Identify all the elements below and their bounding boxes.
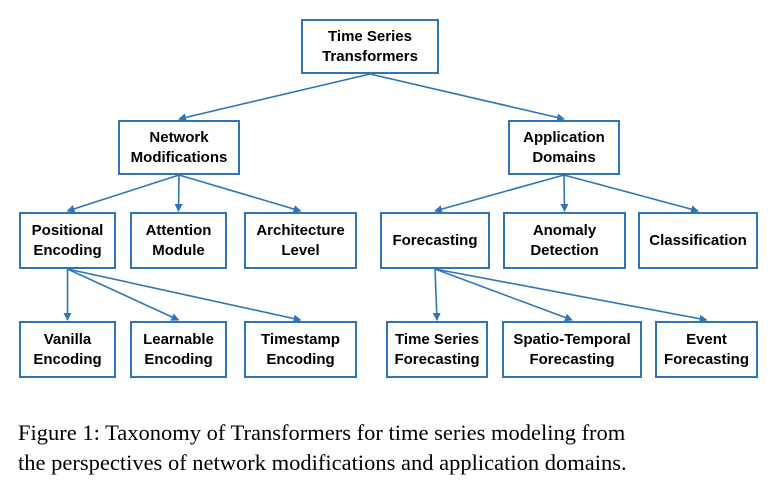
- node-positional-encoding: Positional Encoding: [19, 212, 116, 269]
- edge-forecasting-to-ts_forecasting: [432, 268, 441, 321]
- node-time-series-transformers: Time Series Transformers: [301, 19, 439, 74]
- node-network-modifications: Network Modifications: [118, 120, 240, 175]
- edge-positional-to-learnable: [67, 268, 180, 321]
- node-forecasting: Forecasting: [380, 212, 490, 269]
- node-attention-module: Attention Module: [130, 212, 227, 269]
- node-architecture-level: Architecture Level: [244, 212, 357, 269]
- node-vanilla-encoding: Vanilla Encoding: [19, 321, 116, 378]
- node-application-domains: Application Domains: [508, 120, 620, 175]
- edge-application-to-anomaly: [560, 174, 569, 212]
- edge-network-to-positional: [66, 174, 180, 213]
- diagram-edges: [63, 73, 708, 323]
- edge-root-to-application: [369, 73, 565, 122]
- edge-network-to-architecture: [178, 174, 302, 213]
- edge-application-to-classification: [563, 174, 699, 214]
- node-anomaly-detection: Anomaly Detection: [503, 212, 626, 269]
- node-timestamp-encoding: Timestamp Encoding: [244, 321, 357, 378]
- caption-line-2: the perspectives of network modification…: [18, 450, 627, 475]
- node-time-series-forecasting: Time Series Forecasting: [386, 321, 488, 378]
- edge-root-to-network: [178, 73, 371, 122]
- edge-application-to-forecasting: [434, 174, 565, 213]
- edge-network-to-attention: [174, 174, 183, 212]
- edge-forecasting-to-spatio: [434, 268, 573, 322]
- edge-forecasting-to-event: [434, 268, 708, 323]
- node-spatio-temporal-forecasting: Spatio-Temporal Forecasting: [502, 321, 642, 378]
- node-classification: Classification: [638, 212, 758, 269]
- edge-positional-to-timestamp: [67, 268, 302, 323]
- caption-line-1: Figure 1: Taxonomy of Transformers for t…: [18, 420, 626, 445]
- taxonomy-diagram: Time Series Transformers Network Modific…: [19, 19, 758, 378]
- figure-caption: Figure 1: Taxonomy of Transformers for t…: [18, 418, 766, 478]
- node-event-forecasting: Event Forecasting: [655, 321, 758, 378]
- node-learnable-encoding: Learnable Encoding: [130, 321, 227, 378]
